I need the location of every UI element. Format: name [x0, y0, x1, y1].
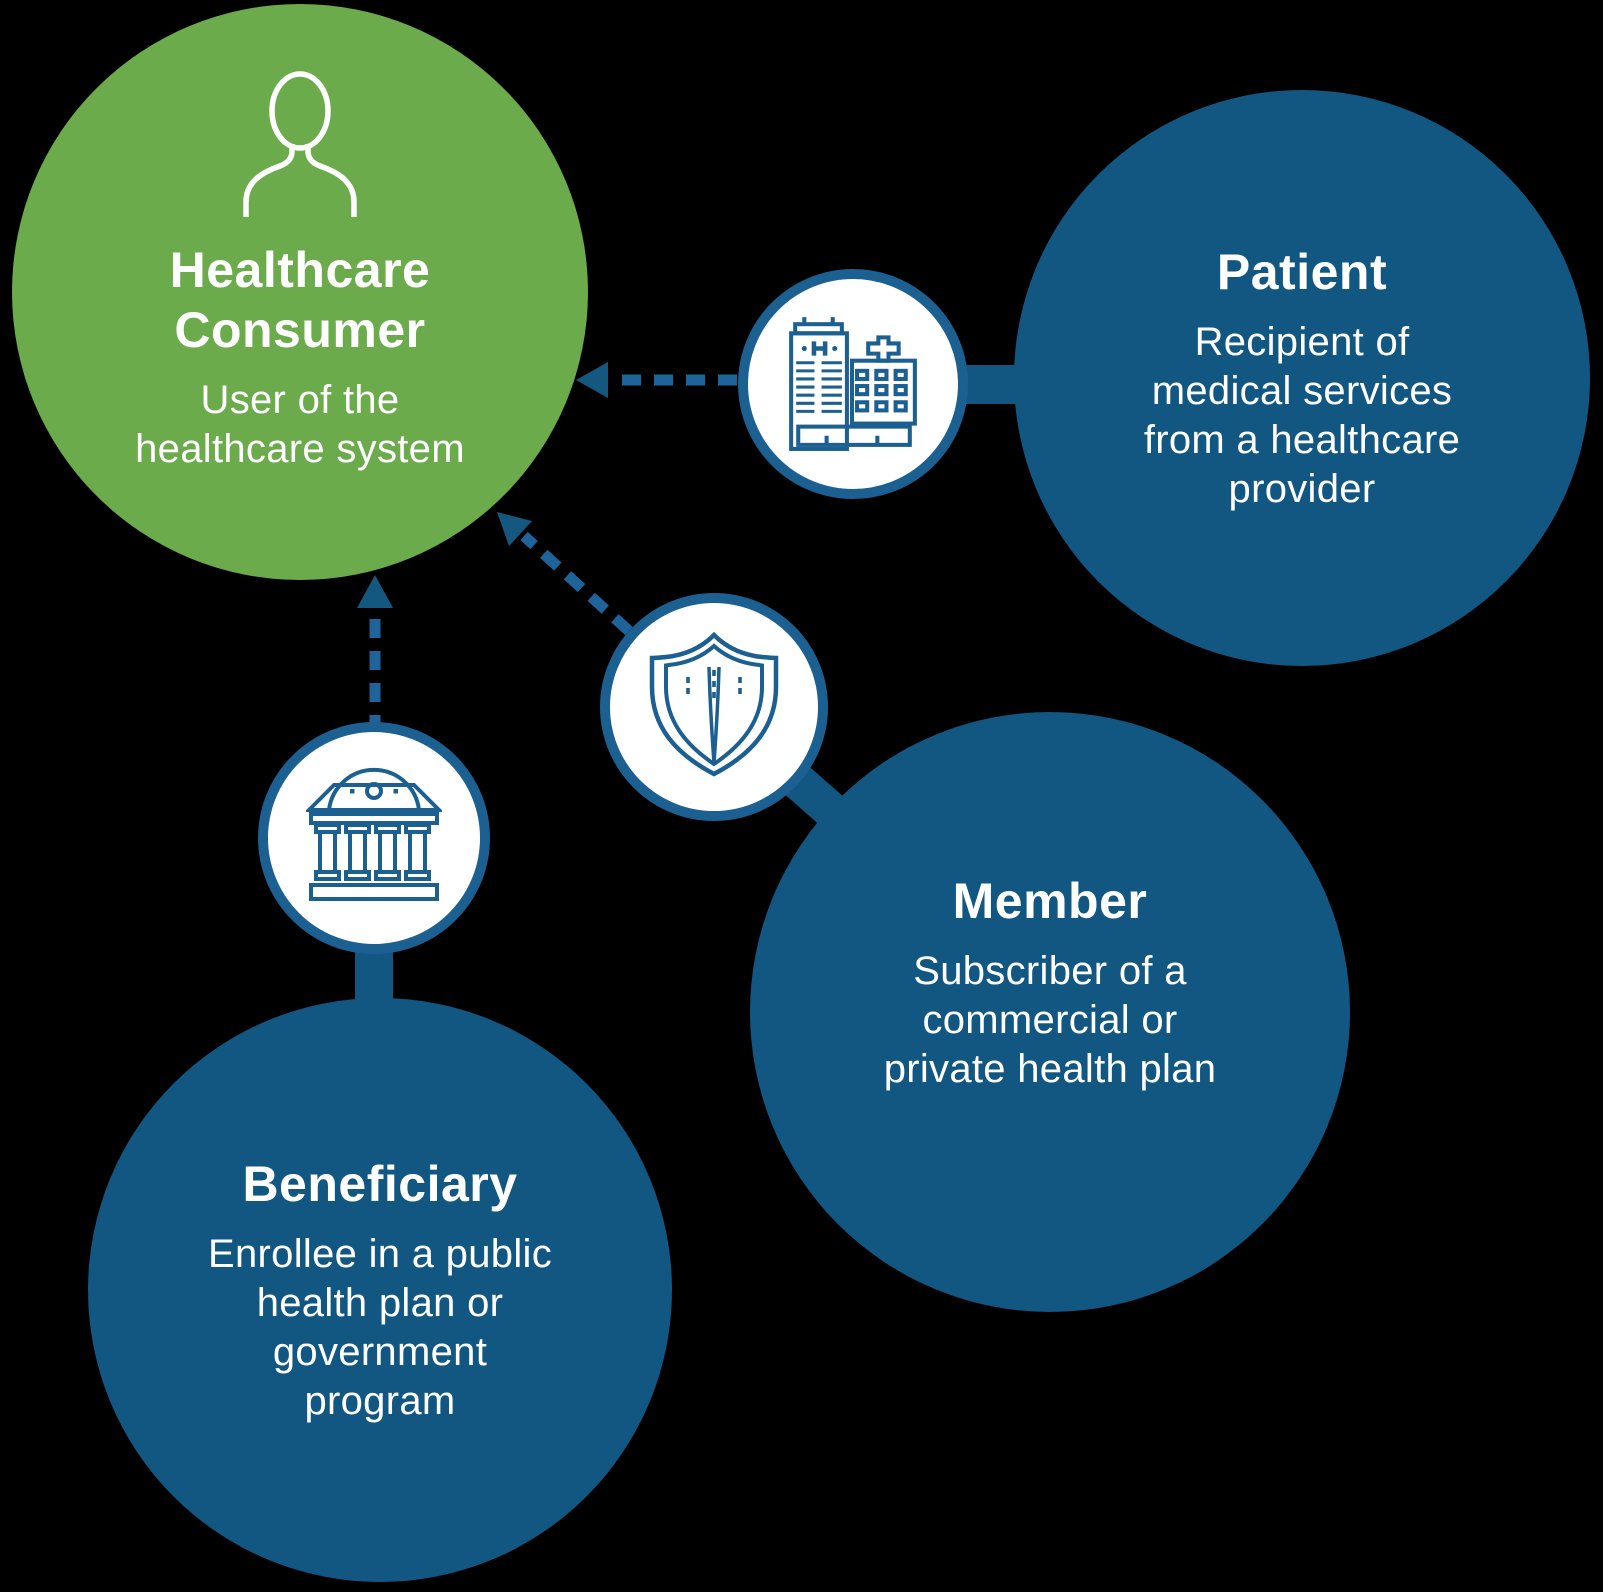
- shield-link-circle: [600, 593, 828, 821]
- beneficiary-title: Beneficiary: [242, 1156, 518, 1212]
- person-icon: [235, 70, 365, 224]
- consumer-title: Healthcare Consumer: [169, 241, 431, 358]
- arrow-member-to-consumer: [520, 531, 633, 636]
- arrowhead-beneficiary: [357, 575, 393, 608]
- node-member: Member Subscriber of a commercial or pri…: [750, 712, 1350, 1312]
- node-patient: Patient Recipient of medical services fr…: [1014, 90, 1590, 666]
- hospital-building-icon: [786, 311, 920, 458]
- arrowhead-patient: [576, 362, 608, 398]
- node-healthcare-consumer: Healthcare Consumer User of the healthca…: [12, 4, 588, 580]
- bank-link-circle: [258, 722, 490, 954]
- patient-title: Patient: [1216, 244, 1388, 300]
- arrowhead-member: [497, 512, 532, 546]
- patient-subtitle: Recipient of medical services from a hea…: [1143, 320, 1461, 511]
- hospital-link-circle: [738, 269, 968, 499]
- bank-building-icon: [304, 767, 444, 910]
- shield-icon: [649, 631, 779, 782]
- consumer-subtitle: User of the healthcare system: [135, 377, 465, 471]
- member-subtitle: Subscriber of a commercial or private he…: [883, 948, 1217, 1091]
- node-beneficiary: Beneficiary Enrollee in a public health …: [88, 998, 672, 1582]
- member-title: Member: [952, 872, 1148, 929]
- beneficiary-subtitle: Enrollee in a public health plan or gove…: [208, 1232, 552, 1423]
